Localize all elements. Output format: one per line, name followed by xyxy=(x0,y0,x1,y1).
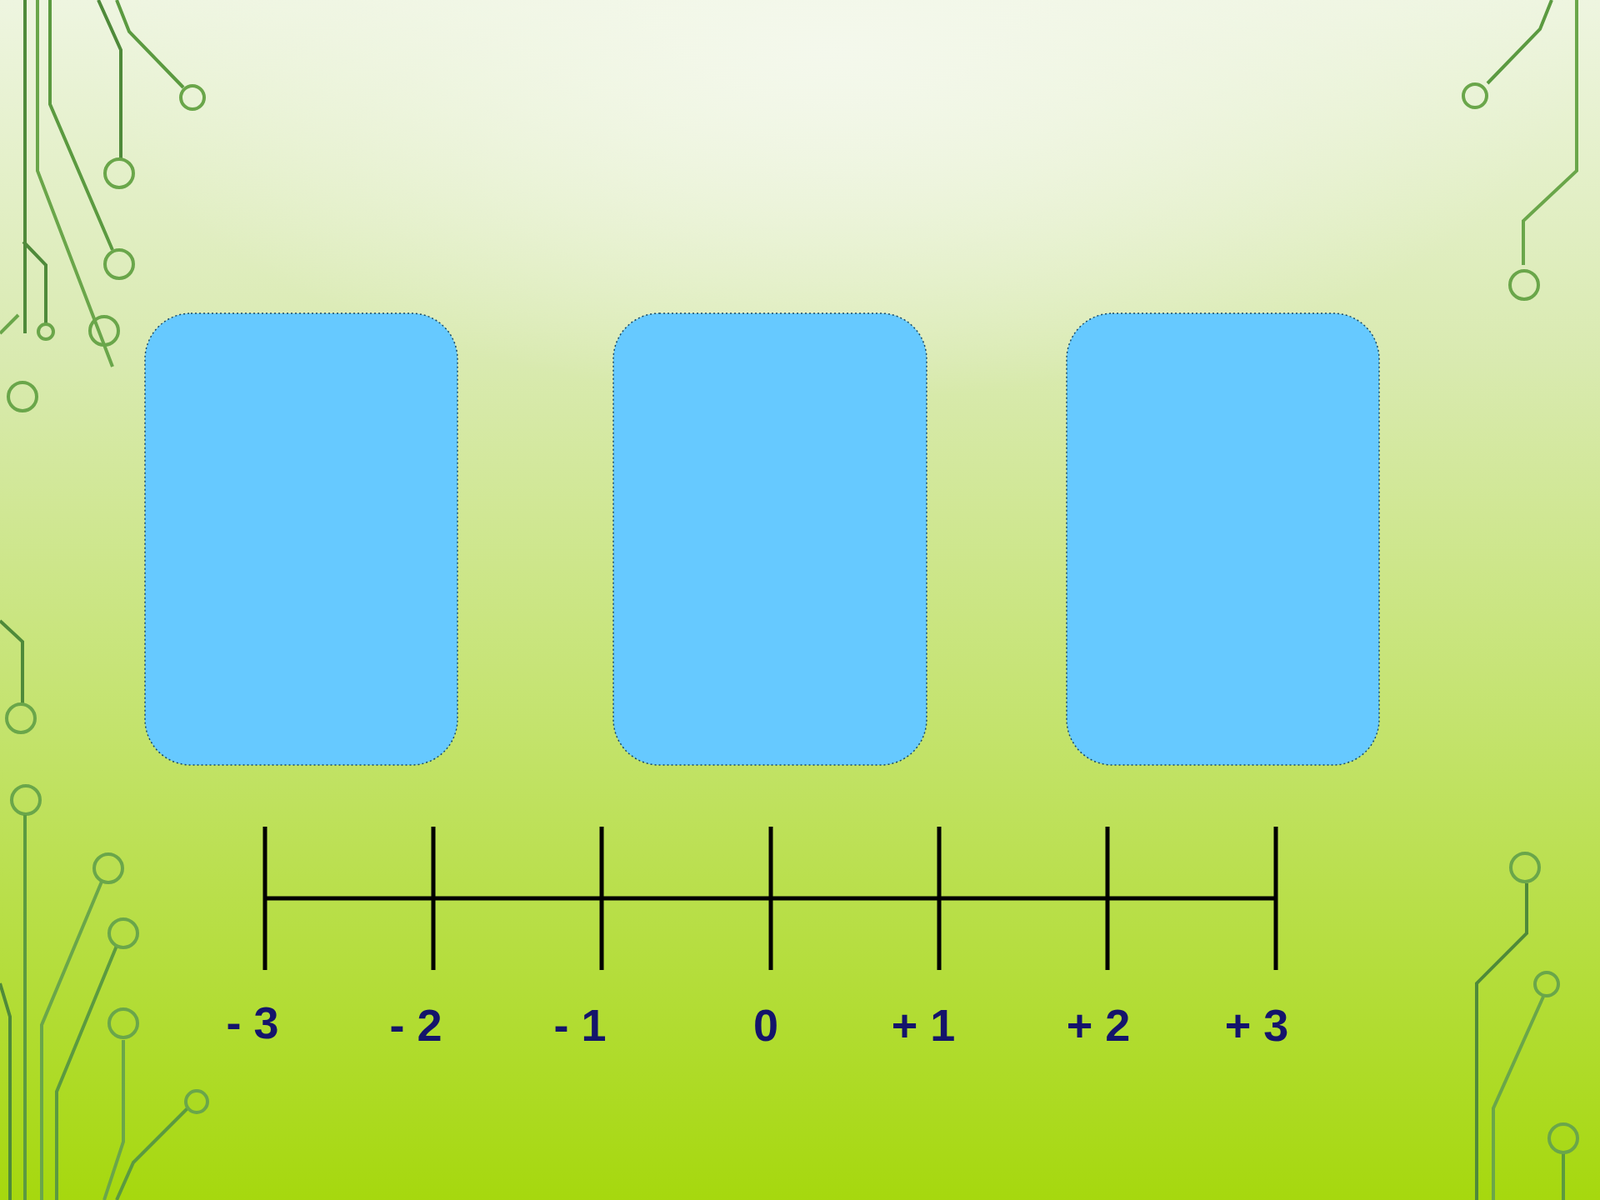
blank-card xyxy=(145,313,1380,765)
blank-card xyxy=(1066,313,1380,765)
tick-label: - 3 xyxy=(225,996,279,1049)
tick-label: + 2 xyxy=(1066,999,1131,1051)
tick-label: + 1 xyxy=(891,999,956,1051)
tick-label: + 3 xyxy=(1225,999,1290,1051)
tick-label: - 1 xyxy=(553,999,606,1051)
tick-label: 0 xyxy=(753,999,779,1051)
blank-card xyxy=(145,313,458,765)
number-line xyxy=(265,826,1276,970)
tick-mark xyxy=(431,826,436,970)
tick-mark xyxy=(1105,826,1110,970)
tick-label: - 2 xyxy=(389,999,442,1051)
tick-mark xyxy=(1274,826,1279,970)
tick-mark xyxy=(600,826,605,970)
tick-mark xyxy=(937,826,942,970)
blank-card xyxy=(613,313,927,765)
tick-mark xyxy=(263,826,268,970)
tick-mark xyxy=(769,826,774,970)
